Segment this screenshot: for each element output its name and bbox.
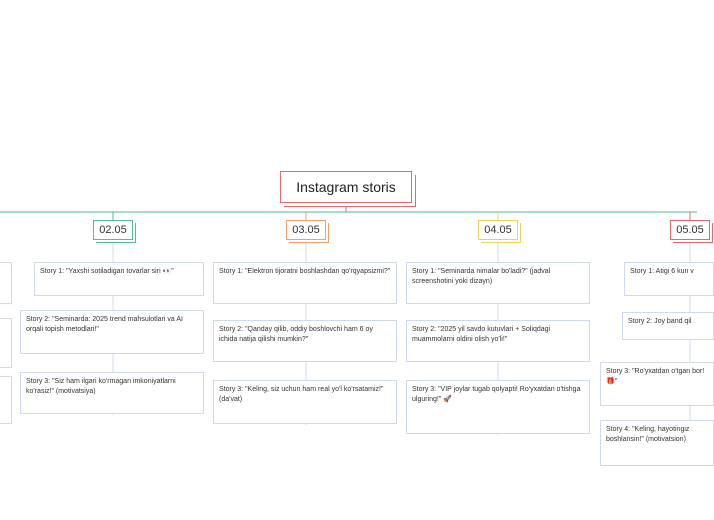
story-node[interactable]: Story 2: "2025 yil savdo kutuvlari + Sol… [406, 320, 590, 362]
story-node[interactable]: Story 1: Atigi 6 kun v [624, 262, 714, 296]
date-node-05-05[interactable]: 05.05 [670, 220, 710, 240]
story-node[interactable]: Story 3: "Ro'yxatdan o'tgan bor! 🎁" [600, 362, 714, 406]
story-node[interactable]: Story 2: Joy band qil [622, 312, 714, 340]
story-node[interactable]: Story 3: "VIP joylar tugab qolyapti! Ro'… [406, 380, 590, 434]
story-node[interactable]: Story 2: "Seminarda: 2025 trend mahsulot… [20, 310, 204, 354]
date-node-03-05[interactable]: 03.05 [286, 220, 326, 240]
root-topic-instagram-storis[interactable]: Instagram storis [280, 171, 412, 203]
date-node-04-05[interactable]: 04.05 [478, 220, 518, 240]
offscreen-story-stub-3[interactable] [0, 376, 12, 424]
story-node[interactable]: Story 4: "Keling, hayotingiz boshlansin!… [600, 420, 714, 466]
story-node[interactable]: Story 1: "Yaxshi sotiladigan tovarlar si… [34, 262, 204, 296]
date-node-02-05[interactable]: 02.05 [93, 220, 133, 240]
offscreen-story-stub-2[interactable] [0, 318, 12, 368]
story-node[interactable]: Story 3: "Keling, siz uchun ham real yo'… [213, 380, 397, 424]
offscreen-story-stub-1[interactable] [0, 262, 12, 304]
story-node[interactable]: Story 1: "Elektron tijoratni boshlashdan… [213, 262, 397, 304]
story-node[interactable]: Story 3: "Siz ham ilgari ko'rmagan imkon… [20, 372, 204, 414]
story-node[interactable]: Story 1: "Seminarda nimalar bo'ladi?" (j… [406, 262, 590, 304]
story-node[interactable]: Story 2: "Qanday qilib, oddiy boshlovchi… [213, 320, 397, 362]
connector-lines [0, 204, 697, 465]
mind-map-canvas: Instagram storis 02.05 Story 1: "Yaxshi … [0, 171, 714, 466]
